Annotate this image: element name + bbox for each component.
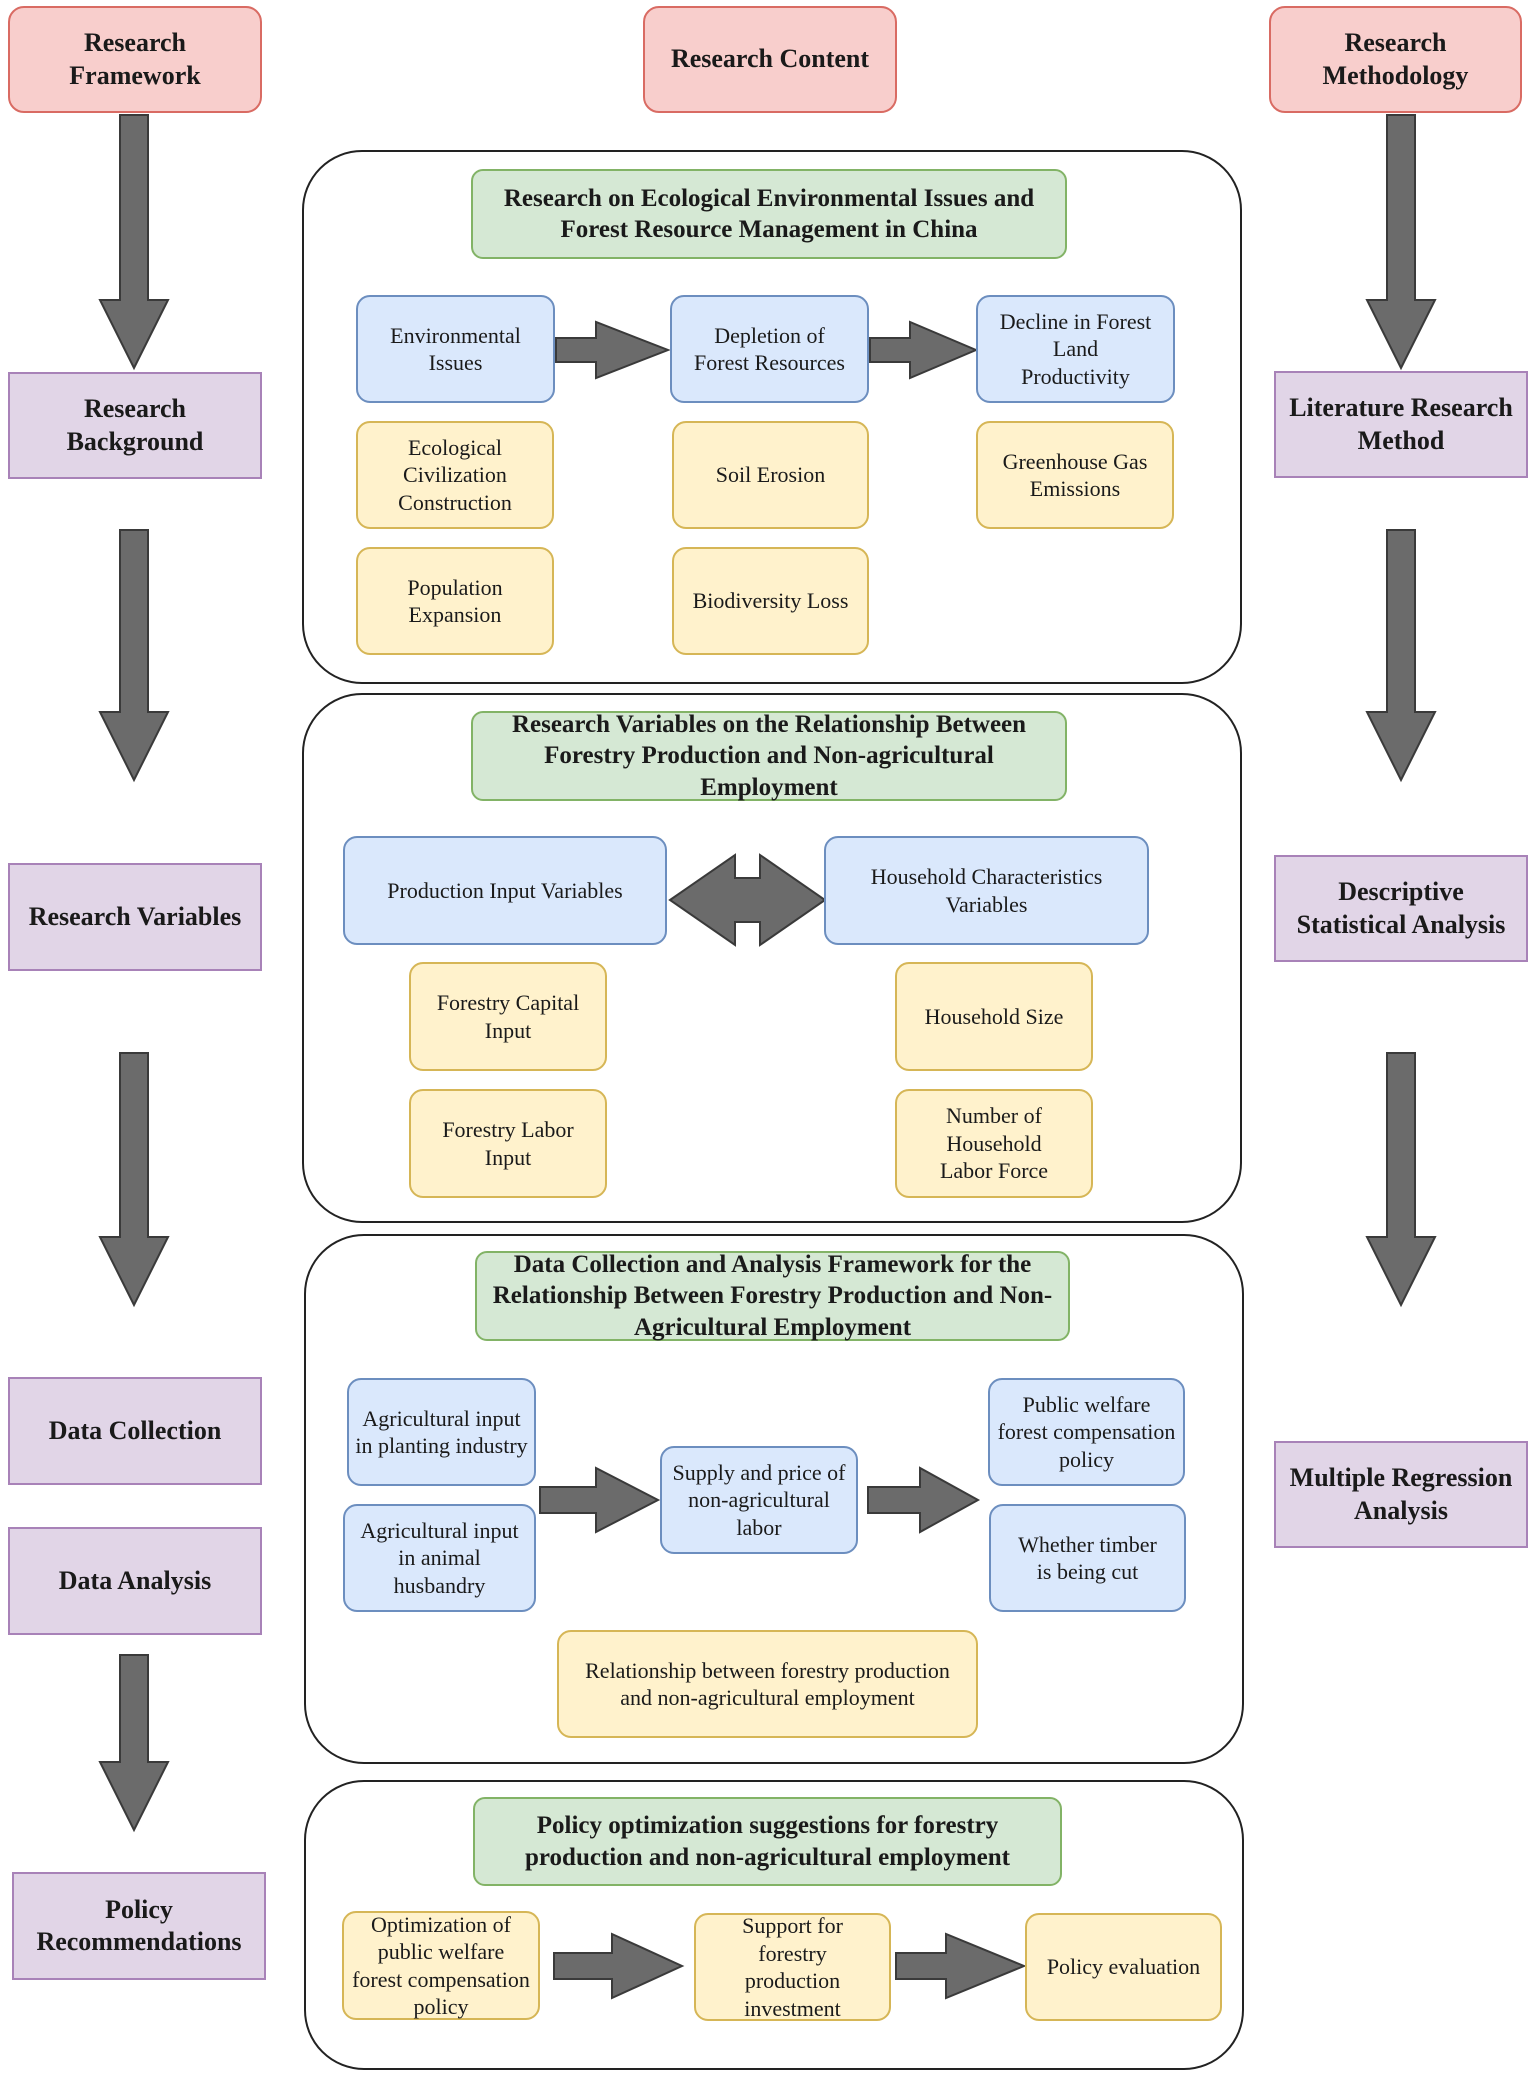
relationship-forestry-employment: Relationship between forestry production… bbox=[557, 1630, 978, 1738]
number-of-household-labor-force: Number of Household Labor Force bbox=[895, 1089, 1093, 1198]
forestry-labor-input: Forestry Labor Input bbox=[409, 1089, 607, 1198]
whether-timber-is-being-cut: Whether timber is being cut bbox=[989, 1504, 1186, 1612]
decline-in-forest-land-productivity: Decline in Forest Land Productivity bbox=[976, 295, 1175, 403]
header-research-content: Research Content bbox=[643, 6, 897, 113]
header-research-methodology: Research Methodology bbox=[1269, 6, 1522, 113]
down-arrow-7 bbox=[1365, 1052, 1437, 1308]
descriptive-statistical-analysis: Descriptive Statistical Analysis bbox=[1274, 855, 1528, 962]
down-arrow-5 bbox=[1365, 114, 1437, 371]
population-expansion: Population Expansion bbox=[356, 547, 554, 655]
double-arrow bbox=[668, 853, 827, 947]
supply-and-price-of-labor: Supply and price of non-agricultural lab… bbox=[660, 1446, 858, 1554]
right-arrow-4 bbox=[867, 1466, 981, 1534]
optimization-compensation-policy: Optimization of public welfare forest co… bbox=[342, 1911, 540, 2020]
public-welfare-forest-compensation: Public welfare forest compensation polic… bbox=[988, 1378, 1185, 1486]
down-arrow-2 bbox=[98, 529, 170, 783]
section4-title: Policy optimization suggestions for fore… bbox=[473, 1797, 1062, 1886]
right-arrow-3 bbox=[539, 1466, 661, 1534]
agricultural-input-planting: Agricultural input in planting industry bbox=[347, 1378, 536, 1486]
ecological-civilization-construction: Ecological Civilization Construction bbox=[356, 421, 554, 529]
depletion-of-forest-resources: Depletion of Forest Resources bbox=[670, 295, 869, 403]
down-arrow-4 bbox=[98, 1654, 170, 1833]
data-analysis: Data Analysis bbox=[8, 1527, 262, 1635]
research-variables: Research Variables bbox=[8, 863, 262, 971]
right-arrow-5 bbox=[553, 1932, 685, 2000]
down-arrow-1 bbox=[98, 114, 170, 371]
data-collection: Data Collection bbox=[8, 1377, 262, 1485]
biodiversity-loss: Biodiversity Loss bbox=[672, 547, 869, 655]
support-for-forestry-investment: Support for forestry production investme… bbox=[694, 1913, 891, 2021]
soil-erosion: Soil Erosion bbox=[672, 421, 869, 529]
down-arrow-6 bbox=[1365, 529, 1437, 783]
agricultural-input-husbandry: Agricultural input in animal husbandry bbox=[343, 1504, 536, 1612]
literature-research-method: Literature Research Method bbox=[1274, 371, 1528, 478]
section2-title: Research Variables on the Relationship B… bbox=[471, 711, 1067, 801]
research-background: Research Background bbox=[8, 372, 262, 479]
right-arrow-6 bbox=[895, 1932, 1027, 2000]
production-input-variables: Production Input Variables bbox=[343, 836, 667, 945]
down-arrow-3 bbox=[98, 1052, 170, 1308]
section1-title: Research on Ecological Environmental Iss… bbox=[471, 169, 1067, 259]
right-arrow-2 bbox=[869, 320, 979, 380]
forestry-capital-input: Forestry Capital Input bbox=[409, 962, 607, 1071]
greenhouse-gas-emissions: Greenhouse Gas Emissions bbox=[976, 421, 1174, 529]
policy-evaluation: Policy evaluation bbox=[1025, 1913, 1222, 2021]
household-characteristics-variables: Household Characteristics Variables bbox=[824, 836, 1149, 945]
multiple-regression-analysis: Multiple Regression Analysis bbox=[1274, 1441, 1528, 1548]
household-size: Household Size bbox=[895, 962, 1093, 1071]
policy-recommendations: Policy Recommendations bbox=[12, 1872, 266, 1980]
right-arrow-1 bbox=[555, 320, 671, 380]
header-research-framework: Research Framework bbox=[8, 6, 262, 113]
environmental-issues: Environmental Issues bbox=[356, 295, 555, 403]
section3-title: Data Collection and Analysis Framework f… bbox=[475, 1251, 1070, 1341]
